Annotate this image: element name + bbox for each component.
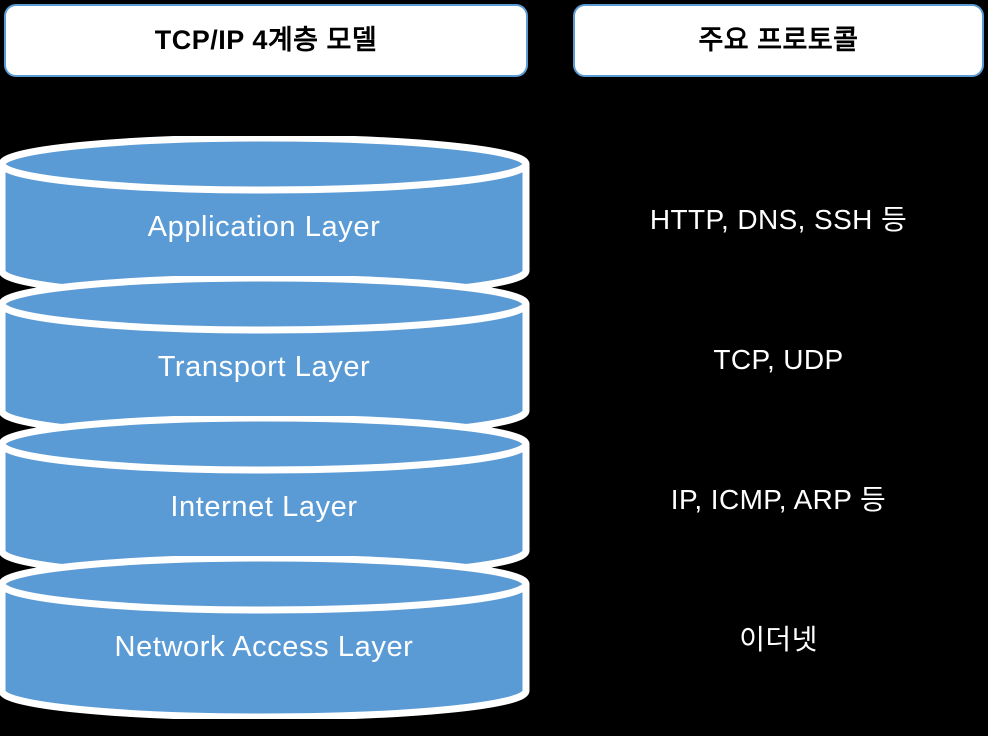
header-box-protocols: 주요 프로토콜 bbox=[573, 4, 984, 77]
header-box-model: TCP/IP 4계층 모델 bbox=[4, 4, 528, 77]
layer-cylinder-application: Application Layer bbox=[0, 136, 530, 299]
layer-cylinder-internet: Internet Layer bbox=[0, 416, 530, 579]
protocol-label-transport: TCP, UDP bbox=[713, 344, 844, 375]
protocol-label-application: HTTP, DNS, SSH 등 bbox=[649, 204, 908, 235]
protocol-label-network-access: 이더넷 bbox=[739, 624, 818, 655]
cylinder-shape-icon bbox=[0, 276, 530, 439]
protocol-label-internet: IP, ICMP, ARP 등 bbox=[670, 484, 887, 515]
cylinder-shape-icon bbox=[0, 136, 530, 299]
layer-stack: Application Layer Transport Layer Intern… bbox=[0, 136, 530, 736]
cylinder-shape-icon bbox=[0, 556, 530, 719]
cylinder-shape-icon bbox=[0, 416, 530, 579]
header-label-protocols: 주요 프로토콜 bbox=[698, 25, 859, 55]
layer-cylinder-transport: Transport Layer bbox=[0, 276, 530, 439]
header-label-model: TCP/IP 4계층 모델 bbox=[154, 25, 378, 55]
layer-cylinder-network-access: Network Access Layer bbox=[0, 556, 530, 719]
